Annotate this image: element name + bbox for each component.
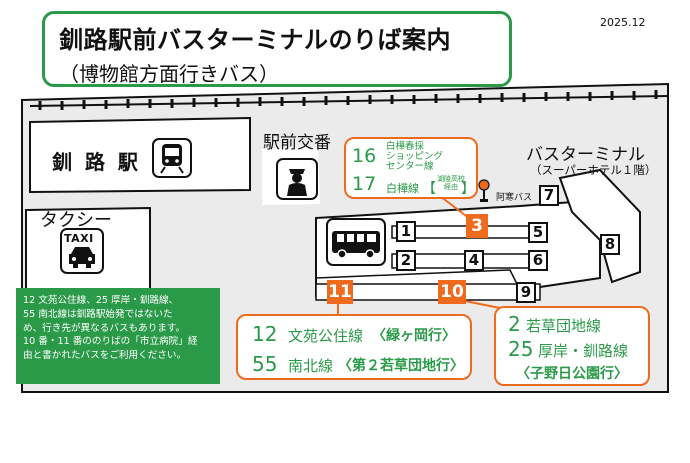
route-17-note: 湖陵高校 経由 [437,175,465,191]
route-25-number: 25 [508,337,534,361]
route-17-bracket-close: 】 [461,181,475,197]
bay-1: 1 [396,221,416,242]
terminal-label: バスターミナル [526,145,645,165]
railway-ties [38,90,658,110]
route-2-name: 若草団地線 [526,317,602,335]
route-12-number: 12 [252,322,278,346]
route-25-destination: 〈子野日公園行〉 [516,366,628,382]
route-17-name: 白樺線 [386,182,419,195]
page-subtitle: （博物館方面行きバス） [59,62,279,86]
bay-5: 5 [528,222,548,243]
bay-9: 9 [516,282,536,303]
notice-line-1: 12 文苑公住線、25 厚岸・釧路線、 [23,295,179,306]
bay-4: 4 [464,250,484,271]
route-55-name: 南北線 [288,357,334,375]
bay-2: 2 [396,250,416,271]
bay11-route-box: 12 文苑公住線 〈緑ヶ岡行〉 55 南北線 〈第２若草団地行〉 [236,314,472,380]
route-55-destination: 〈第２若草団地行〉 [338,358,464,374]
route-12-destination: 〈緑ヶ岡行〉 [372,328,456,344]
route-17-bracket-open: 【 [422,181,436,197]
bay3-route-box: 16 白樺春採 ショッピング センター線 17 白樺線 【 湖陵高校 経由 】 [344,137,478,199]
taxi-label: タクシー [40,210,112,231]
bay-11: 11 [327,280,353,304]
route-12-name: 文苑公住線 [288,327,364,345]
bay-10: 10 [438,280,466,304]
route-17-note-line1: 湖陵高校 [437,175,465,183]
route-17-number: 17 [352,173,377,195]
route-2-number: 2 [508,312,521,336]
bay10-route-box: 2 若草団地線 25 厚岸・釧路線 〈子野日公園行〉 [494,306,650,386]
route-16-name-line2: ショッピング [386,150,444,162]
route-25-name: 厚岸・釧路線 [538,342,629,360]
notice-line-3: め、行き先が異なるバスもあります。 [23,322,186,334]
taxi-icon: TAXI [60,228,104,274]
akan-bus-label: 阿寒バス [496,193,533,203]
page-title: 釧路駅前バスターミナルのりば案内 [59,26,451,54]
koban-label: 駅前交番 [263,133,331,153]
station-building [29,116,251,194]
bay-3: 3 [466,214,488,238]
notice-line-5: 由と書かれたバスをご利用ください。 [23,350,187,362]
terminal-building [558,168,641,284]
bay-7: 7 [539,185,559,206]
route-55-number: 55 [252,352,278,376]
route-16-name: 白樺春採 ショッピング センター線 [386,142,443,171]
route-16-number: 16 [352,145,377,167]
bay-8: 8 [600,234,620,255]
route-16-name-line1: 白樺春採 [386,141,425,152]
bus-stop-post-icon [478,179,490,202]
route-16-name-line3: センター線 [386,160,434,172]
notice-line-2: 55 南北線は釧路駅始発ではないた [23,308,173,320]
date-label: 2025.12 [600,16,646,29]
route-17-note-line2: 経由 [444,183,458,191]
bay-6: 6 [528,250,548,271]
notice-line-4: 10 番・11 番ののりばの「市立病院」経 [23,336,198,348]
bus-icon [326,218,386,266]
police-officer-icon [276,158,318,200]
title-box: 釧路駅前バスターミナルのりば案内 （博物館方面行きバス） [42,11,512,87]
terminal-sublabel: （スーパーホテル１階） [530,163,657,177]
notice-box: 12 文苑公住線、25 厚岸・釧路線、 55 南北線は釧路駅始発ではないた め、… [16,288,220,384]
train-icon [152,138,192,178]
station-label: 釧 路 駅 [52,150,141,174]
taxi-sign: TAXI [64,232,94,245]
